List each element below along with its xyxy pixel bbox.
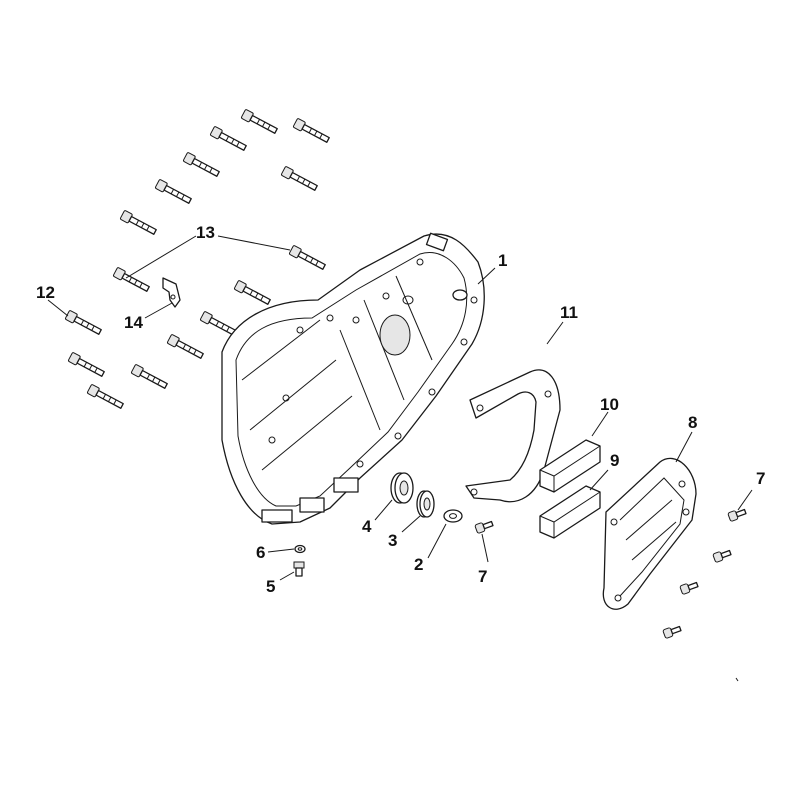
callout-3: 3	[388, 531, 397, 550]
callout-7-lower: 7	[478, 567, 487, 586]
bolt	[288, 244, 328, 273]
screw	[679, 579, 700, 596]
screw	[662, 623, 683, 640]
pad-upper	[539, 439, 601, 493]
drain-plug	[293, 561, 305, 577]
small-washer	[294, 544, 306, 554]
screw	[712, 547, 733, 564]
screw	[727, 506, 748, 523]
bracket	[162, 277, 181, 308]
leader-lines	[47, 235, 753, 581]
bolt	[67, 351, 107, 380]
callout-13: 13	[196, 223, 215, 242]
callout-11: 11	[560, 303, 578, 322]
callout-6: 6	[256, 543, 265, 562]
bolt	[64, 309, 104, 338]
bolt	[292, 117, 332, 146]
bolt	[154, 178, 194, 207]
callout-1: 1	[498, 251, 507, 270]
bolt	[209, 125, 249, 154]
callout-14: 14	[124, 313, 143, 332]
callout-9: 9	[610, 451, 619, 470]
gasket	[465, 369, 561, 503]
bolt	[182, 151, 222, 180]
stray-mark	[735, 677, 739, 682]
callout-labels: 1 2 3 4 5 6 7 7 8 9 10 11 12 13 14	[36, 223, 765, 596]
washer	[443, 509, 463, 523]
seal	[416, 490, 435, 518]
callout-4: 4	[362, 517, 372, 536]
bolt	[166, 333, 206, 362]
bolt	[280, 165, 320, 194]
inspection-cover	[602, 457, 697, 610]
bolt	[240, 108, 280, 137]
bearing	[390, 472, 414, 504]
callout-10: 10	[600, 395, 619, 414]
callout-8: 8	[688, 413, 697, 432]
screw	[474, 518, 495, 535]
callout-2: 2	[414, 555, 423, 574]
primary-cover	[221, 232, 485, 525]
pad-lower	[539, 485, 601, 539]
callout-7-right: 7	[756, 469, 765, 488]
bolt	[119, 209, 159, 238]
callout-12: 12	[36, 283, 55, 302]
bolt	[86, 383, 126, 412]
callout-5: 5	[266, 577, 275, 596]
bolt	[233, 279, 273, 308]
bolt	[130, 363, 170, 392]
bolt	[112, 266, 152, 295]
